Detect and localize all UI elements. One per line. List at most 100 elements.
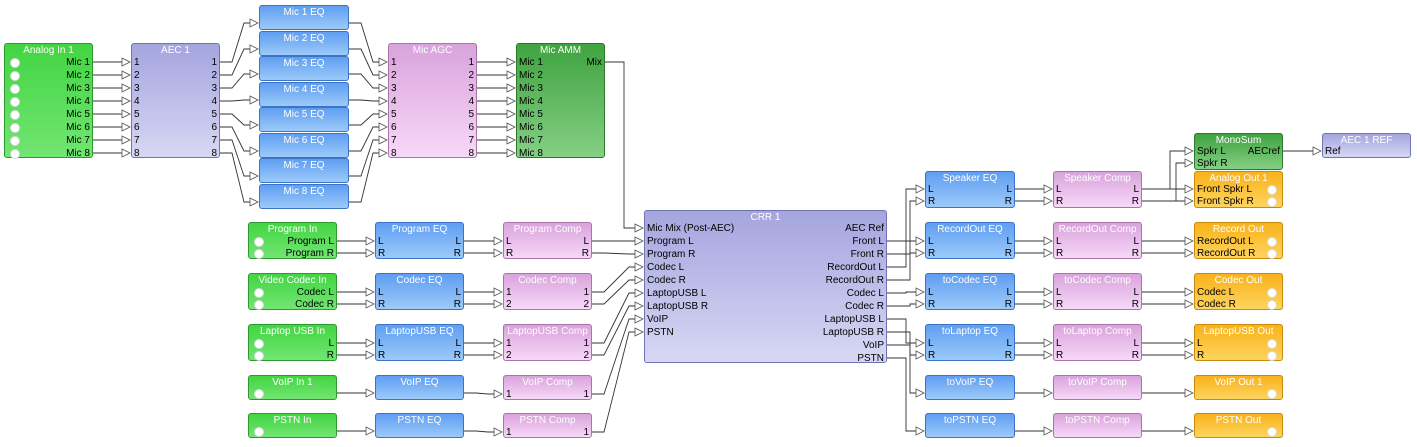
block-title: toPSTN EQ [943, 415, 997, 426]
input-arrow-icon [493, 248, 503, 258]
output-pin-label: 2 [211, 70, 217, 81]
input-arrow-icon [378, 96, 388, 106]
block-title: Mic 3 EQ [283, 58, 325, 69]
pstn-in-block[interactable]: PSTN In [248, 413, 337, 438]
mic2eq-block[interactable]: Mic 2 EQ [259, 31, 349, 56]
topstn-comp-block[interactable]: toPSTN Comp [1053, 413, 1142, 438]
meter-led-icon [10, 97, 20, 107]
output-pin-label: AEC Ref [845, 223, 884, 234]
input-arrow-icon [378, 70, 388, 80]
input-pin-label: 2 [506, 299, 512, 310]
input-pin-label: 7 [134, 135, 140, 146]
input-arrow-icon [915, 426, 925, 436]
tovoip-eq-block[interactable]: toVoIP EQ [925, 375, 1015, 400]
input-pin-label: L [928, 287, 934, 298]
output-pin-label: RecordOut R [825, 275, 884, 286]
input-arrow-icon [1184, 388, 1194, 398]
meter-led-icon [1267, 351, 1277, 361]
output-pin-label: L [1006, 184, 1012, 195]
mic7eq-block[interactable]: Mic 7 EQ [259, 158, 349, 183]
output-pin-label: AECref [1247, 146, 1280, 157]
output-pin-label: Mic 6 [66, 122, 90, 133]
tovoip-comp-block[interactable]: toVoIP Comp [1053, 375, 1142, 400]
wire [220, 126, 250, 152]
mic6eq-block[interactable]: Mic 6 EQ [259, 133, 349, 158]
input-pin-label: Mic 6 [519, 122, 543, 133]
voip-out-block[interactable]: VoIP Out 1 [1194, 375, 1283, 400]
input-arrow-icon [378, 57, 388, 67]
input-arrow-icon [365, 299, 375, 309]
input-arrow-icon [121, 96, 131, 106]
input-arrow-icon [1043, 184, 1053, 194]
block-title: Program EQ [391, 224, 448, 235]
input-pin-label: 6 [134, 122, 140, 133]
input-arrow-icon [634, 249, 644, 259]
output-pin-label: L [455, 236, 461, 247]
mic8eq-block[interactable]: Mic 8 EQ [259, 184, 349, 209]
input-pin-label: 8 [134, 148, 140, 159]
input-arrow-icon [634, 262, 644, 272]
mic5eq-block[interactable]: Mic 5 EQ [259, 107, 349, 132]
wire [887, 252, 916, 281]
input-pin-label: L [928, 236, 934, 247]
input-pin-label: R [1056, 248, 1064, 259]
voip-in-block[interactable]: VoIP In 1 [248, 375, 337, 400]
input-pin-label: 2 [506, 350, 512, 361]
output-pin-label: 2 [583, 299, 589, 310]
input-arrow-icon [493, 350, 503, 360]
input-arrow-icon [365, 388, 375, 398]
input-arrow-icon [1184, 350, 1194, 360]
pstn-out-block[interactable]: PSTN Out [1194, 413, 1283, 438]
input-arrow-icon [1184, 184, 1194, 194]
topstn-eq-block[interactable]: toPSTN EQ [925, 413, 1015, 438]
mic4eq-block[interactable]: Mic 4 EQ [259, 82, 349, 107]
output-pin-label: R [453, 299, 461, 310]
input-pin-label: 5 [391, 109, 397, 120]
wire [220, 113, 250, 126]
input-pin-label: R [928, 196, 936, 207]
input-arrow-icon [365, 236, 375, 246]
input-arrow-icon [378, 135, 388, 145]
meter-led-icon [1267, 197, 1277, 207]
mic3eq-block[interactable]: Mic 3 EQ [259, 56, 349, 81]
output-pin-label: 1 [583, 389, 589, 400]
wire [592, 331, 635, 433]
input-pin-label: R [1056, 299, 1064, 310]
voip-eq-block[interactable]: VoIP EQ [375, 375, 464, 400]
input-arrow-icon [249, 120, 259, 130]
pstn-eq-block[interactable]: PSTN EQ [375, 413, 464, 438]
mic1eq-block[interactable]: Mic 1 EQ [259, 5, 349, 30]
input-pin-label: 2 [391, 70, 397, 81]
input-arrow-icon [249, 69, 259, 79]
